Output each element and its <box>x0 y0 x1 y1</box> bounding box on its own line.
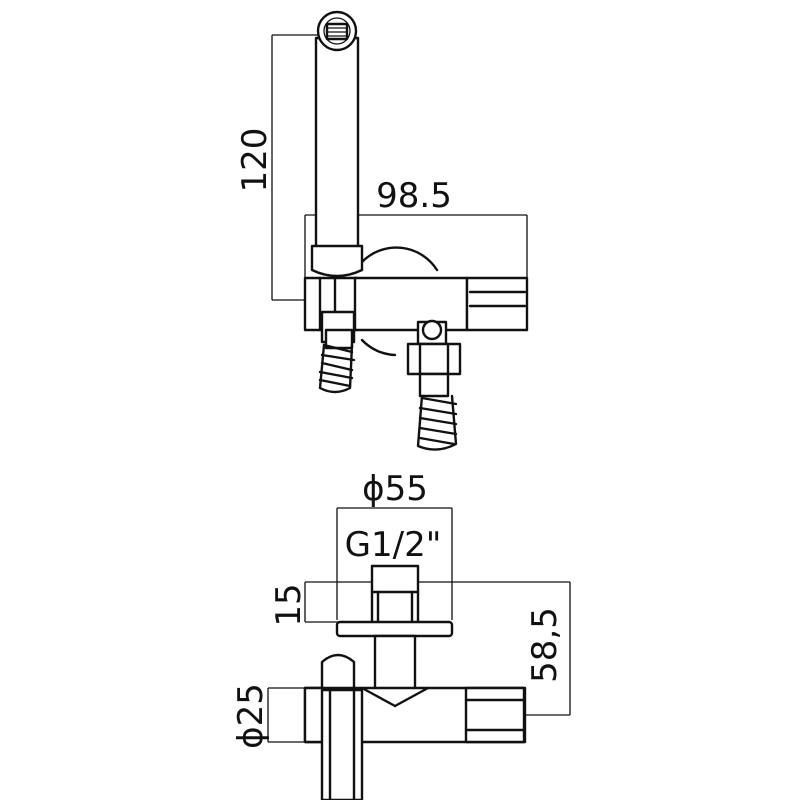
dimension-58-5: 58,5 <box>418 581 571 716</box>
side-view: 120 98.5 <box>235 10 529 451</box>
dimension-label-diameter-25: ϕ25 <box>231 683 271 749</box>
hose-connector-left <box>318 310 356 394</box>
valve-body <box>303 276 529 332</box>
wall-rosette <box>360 246 439 272</box>
front-view: ϕ55 G1/2" 15 58,5 ϕ25 <box>231 469 571 800</box>
dimension-label-58-5: 58,5 <box>525 607 565 683</box>
hose-connector-right <box>406 319 462 451</box>
threaded-inlet <box>370 564 420 626</box>
flange <box>335 620 454 638</box>
dimension-label-98-5: 98.5 <box>376 176 452 216</box>
dimension-15: 15 <box>269 581 372 627</box>
dimension-label-diameter-55: ϕ55 <box>362 469 428 509</box>
dimension-diameter-55: ϕ55 <box>336 469 453 620</box>
thread-label: G1/2" <box>345 525 442 565</box>
hand-shower-handle <box>310 10 364 278</box>
dimension-label-15: 15 <box>269 583 309 626</box>
dimension-diameter-25: ϕ25 <box>231 683 305 749</box>
dimension-120: 120 <box>235 34 318 301</box>
valve-body-front <box>303 686 527 800</box>
dimension-label-120: 120 <box>235 128 275 193</box>
